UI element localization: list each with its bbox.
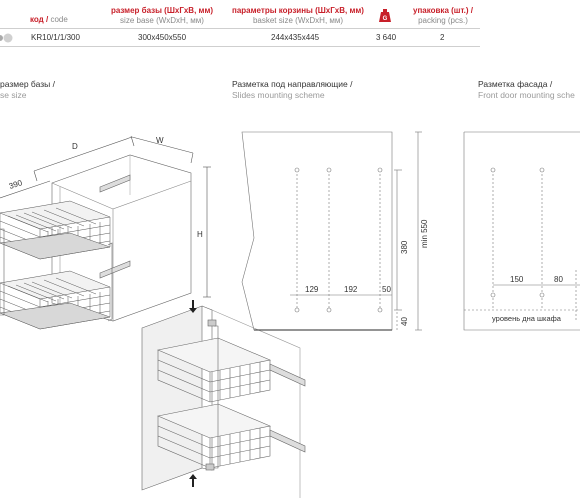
header-code: код / code: [30, 15, 68, 25]
section-front-door-scheme: Разметка фасада / Front door mounting sc…: [478, 79, 575, 101]
dim-line-390: [0, 180, 51, 199]
row-divider: [0, 46, 480, 47]
dim-label-h: H: [197, 230, 203, 239]
front-door-mounting-scheme: 150 80 уровень дна шкафа: [463, 131, 580, 331]
weight-icon: G: [379, 9, 391, 22]
row-code: KR10/1/1/300: [31, 33, 80, 42]
arrow-icon-down: [189, 300, 197, 313]
dim-line-w: [131, 136, 194, 154]
section-base-size-en: se size: [0, 90, 27, 100]
dim-380: 380: [400, 240, 409, 254]
header-size-base-ru: размер базы (ШхГхВ, мм): [110, 6, 214, 15]
row-weight: 3 640: [376, 33, 397, 42]
section-base-size-ru: размер базы /: [0, 79, 55, 89]
arrow-icon-up: [189, 474, 197, 487]
row-packing: 2: [440, 33, 445, 42]
dim-40: 40: [400, 317, 409, 326]
section-front-door-scheme-en: Front door mounting sche: [478, 90, 575, 100]
section-base-size: размер базы / se size: [0, 79, 55, 101]
header-basket-size-ru: параметры корзины (ШхГхВ, мм): [232, 6, 364, 15]
dim-192: 192: [344, 285, 358, 294]
bottom-basket: [0, 270, 111, 330]
section-front-door-scheme-ru: Разметка фасада /: [478, 79, 553, 89]
header-packing: упаковка (шт.) / packing (pcs.): [408, 6, 478, 26]
section-slides-scheme-en: Slides mounting scheme: [232, 90, 325, 100]
front-door-panel: [463, 131, 580, 331]
dim-150: 150: [510, 275, 524, 284]
row-basket-size: 244x435x445: [271, 33, 320, 42]
dim-label-w: W: [156, 136, 164, 145]
floor-level-label: уровень дна шкафа: [492, 314, 562, 323]
row-size-base: 300x450x550: [138, 33, 187, 42]
dim-50: 50: [382, 285, 391, 294]
header-size-base-en: size base (WxDxH, мм): [120, 16, 204, 25]
dim-80: 80: [554, 275, 563, 284]
header-code-slash: /: [43, 15, 51, 24]
weight-badge-letter: G: [383, 16, 388, 22]
table-divider: [0, 28, 480, 29]
header-basket-size: параметры корзины (ШхГхВ, мм) basket siz…: [228, 6, 368, 26]
section-slides-scheme-ru: Разметка под направляющие /: [232, 79, 353, 89]
header-size-base: размер базы (ШхГхВ, мм) size base (WxDxH…: [103, 6, 221, 26]
header-code-ru: код: [30, 15, 44, 24]
header-code-en: code: [50, 15, 68, 24]
dim-label-390: 390: [8, 178, 24, 191]
header-packing-ru: упаковка (шт.) /: [413, 6, 473, 15]
installation-detail-drawing: [141, 300, 306, 498]
cabinet-side-panel: [241, 131, 393, 331]
section-slides-scheme: Разметка под направляющие / Slides mount…: [232, 79, 353, 101]
slides-mounting-scheme: 129 192 50 380 min 550 40: [241, 131, 429, 331]
top-basket: [0, 200, 111, 260]
dim-min-550: min 550: [420, 219, 429, 248]
header-basket-size-en: basket size (WxDxH, мм): [252, 16, 344, 25]
dim-129: 129: [305, 285, 319, 294]
dim-line-d: [33, 136, 133, 172]
dim-label-d: D: [72, 142, 78, 151]
basket-3d-drawing: D W H 390: [0, 135, 211, 330]
header-packing-en: packing (pcs.): [418, 16, 468, 25]
